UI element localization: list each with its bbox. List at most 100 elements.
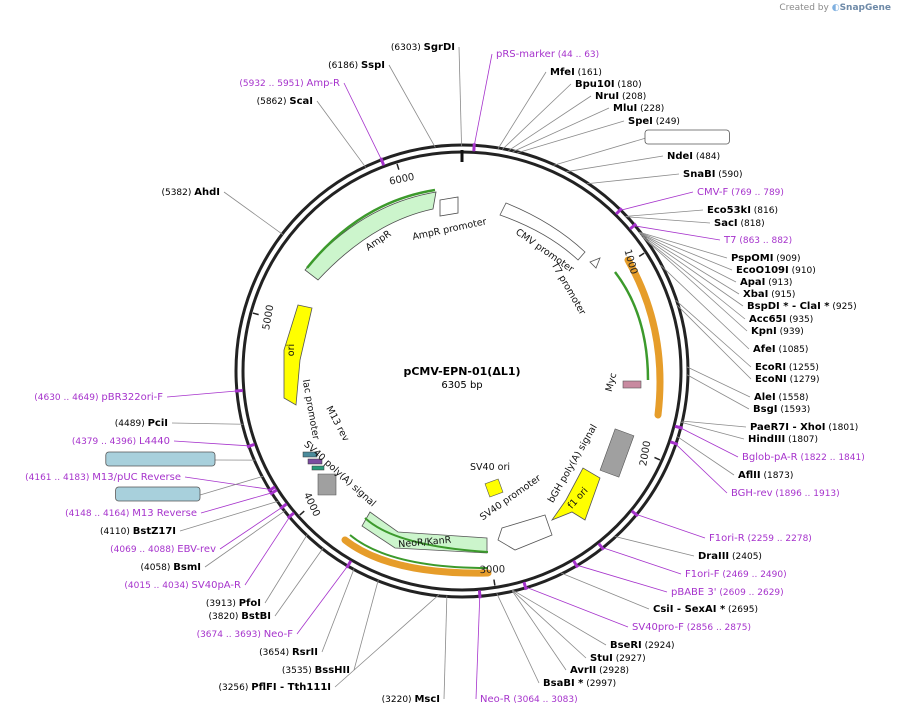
site-name: EcoNI <box>755 374 787 385</box>
leader-line <box>171 422 244 425</box>
site-label-32[interactable]: SnaBI (590) <box>683 169 742 180</box>
feature-label-8[interactable]: SV40 ori <box>470 462 510 473</box>
feature-cmv-promoter[interactable] <box>499 202 586 261</box>
site-label-35[interactable]: SacI (818) <box>714 218 765 229</box>
site-label-28[interactable]: MluI (228) <box>613 103 664 114</box>
site-label-48[interactable]: BsgI (1593) <box>753 404 810 415</box>
site-label-29[interactable]: SpeI (249) <box>628 116 680 127</box>
site-label-11[interactable]: (4148 .. 4164) M13 Reverse <box>65 508 197 519</box>
site-label-5[interactable]: (4630 .. 4649) pBR322ori-F <box>34 392 163 403</box>
feature-label-7[interactable]: SV40 promoter <box>478 473 543 523</box>
site-label-40[interactable]: XbaI (915) <box>743 289 795 300</box>
site-label-38[interactable]: EcoO109I (910) <box>736 265 816 276</box>
site-label-37[interactable]: PspOMI (909) <box>731 253 801 264</box>
site-label-17[interactable]: (3820) BstBI <box>209 611 272 622</box>
feature-label-2[interactable]: ori <box>286 344 297 356</box>
feature-f1-ori[interactable] <box>550 467 601 521</box>
site-label-15[interactable]: (4015 .. 4034) SV40pA-R <box>124 580 241 591</box>
site-label-62[interactable]: AvrII (2928) <box>570 665 629 676</box>
feature-label-6[interactable]: NeoR/KanR <box>398 535 452 551</box>
site-label-13[interactable]: (4069 .. 4088) EBV-rev <box>110 544 216 555</box>
site-label-3[interactable]: (5862) ScaI <box>257 96 313 107</box>
site-label-1[interactable]: (6186) SspI <box>328 60 385 71</box>
site-label-57[interactable]: pBABE 3' (2609 .. 2629) <box>671 587 784 598</box>
site-label-16[interactable]: (3913) PfoI <box>206 598 261 609</box>
site-label-43[interactable]: KpnI (939) <box>751 326 804 337</box>
site-label-44[interactable]: AfeI (1085) <box>753 344 808 355</box>
site-label-56[interactable]: F1ori-F (2469 .. 2490) <box>685 569 787 580</box>
site-label-51[interactable]: Bglob-pA-R (1822 .. 1841) <box>742 452 865 463</box>
site-label-45[interactable]: EcoRI (1255) <box>755 362 819 373</box>
site-label-42[interactable]: Acc65I (935) <box>749 314 813 325</box>
site-label-14[interactable]: (4058) BsmI <box>140 562 201 573</box>
site-label-63[interactable]: BsaBI * (2997) <box>543 678 616 689</box>
feature-cap-site[interactable] <box>311 465 325 471</box>
site-label-0[interactable]: (6303) SgrDI <box>391 42 455 53</box>
site-label-18[interactable]: (3674 .. 3693) Neo-F <box>197 629 294 640</box>
site-name: EcoO109I <box>736 265 789 276</box>
feature-sv40-ori[interactable] <box>484 478 504 498</box>
site-label-55[interactable]: DraIII (2405) <box>698 551 762 562</box>
feature-ampr-promoter[interactable] <box>439 196 459 217</box>
site-label-54[interactable]: F1ori-R (2259 .. 2278) <box>709 533 812 544</box>
site-label-4[interactable]: (5382) AhdI <box>161 187 220 198</box>
site-position: (2695) <box>725 605 758 615</box>
leader-line <box>388 64 436 148</box>
site-label-27[interactable]: NruI (208) <box>595 91 646 102</box>
feature-green-arc-right <box>614 271 650 381</box>
feature-bgh-polya[interactable] <box>599 428 635 478</box>
site-label-47[interactable]: AleI (1558) <box>754 392 808 403</box>
leader-line <box>512 107 610 153</box>
site-label-60[interactable]: BseRI (2924) <box>610 640 675 651</box>
site-label-31[interactable]: NdeI (484) <box>667 151 720 162</box>
site-name: PfoI <box>239 598 261 609</box>
feature-label-1[interactable]: AmpR promoter <box>411 216 487 242</box>
site-label-6[interactable]: (4489) PciI <box>115 418 168 429</box>
site-label-12[interactable]: (4110) BstZ17I <box>100 526 176 537</box>
site-label-19[interactable]: (3654) RsrII <box>259 647 318 658</box>
leader-line <box>475 595 481 700</box>
feature-label-11[interactable]: Myc <box>604 372 620 393</box>
feature-ori[interactable] <box>283 304 313 406</box>
site-label-49[interactable]: PaeR7I - XhoI (1801) <box>750 422 858 433</box>
site-label-21[interactable]: (3256) PflFI - Tth111I <box>218 682 331 693</box>
site-position: (5382) <box>161 188 194 198</box>
site-label-33[interactable]: CMV-F (769 .. 789) <box>697 187 784 198</box>
feature-neor-kanr[interactable] <box>361 511 488 554</box>
site-label-61[interactable]: StuI (2927) <box>590 653 646 664</box>
site-label-53[interactable]: BGH-rev (1896 .. 1913) <box>731 488 840 499</box>
site-label-59[interactable]: SV40pro-F (2856 .. 2875) <box>632 622 751 633</box>
leader-line <box>660 264 750 350</box>
feature-sv40-polya[interactable] <box>317 473 337 496</box>
site-label-34[interactable]: Eco53kI (816) <box>707 205 778 216</box>
feature-label-4[interactable]: M13 rev <box>323 404 351 443</box>
site-label-36[interactable]: T7 (863 .. 882) <box>723 235 792 246</box>
site-label-52[interactable]: AflII (1873) <box>738 470 793 481</box>
feature-ampr[interactable] <box>304 191 437 281</box>
site-position: (3220) <box>382 695 415 705</box>
feature-myc[interactable] <box>622 380 642 389</box>
leader-line <box>601 546 682 575</box>
site-name: PspOMI <box>731 253 773 264</box>
site-label-26[interactable]: Bpu10I (180) <box>575 79 642 90</box>
site-label-2[interactable]: (5932 .. 5951) Amp-R <box>239 78 340 89</box>
primer-mark <box>572 559 579 569</box>
site-label-41[interactable]: BspDI * - ClaI * (925) <box>747 301 857 312</box>
feature-sv40-promoter[interactable] <box>497 514 553 551</box>
site-label-39[interactable]: ApaI (913) <box>740 277 792 288</box>
site-label-20[interactable]: (3535) BssHII <box>282 665 350 676</box>
site-label-7[interactable]: (4379 .. 4396) L4440 <box>72 436 170 447</box>
site-label-46[interactable]: EcoNI (1279) <box>755 374 820 385</box>
site-label-50[interactable]: HindIII (1807) <box>748 434 818 445</box>
site-label-22[interactable]: (3220) MscI <box>382 694 440 705</box>
site-label-9[interactable]: (4161 .. 4183) M13/pUC Reverse <box>25 472 181 483</box>
feature-label-3[interactable]: lac promoter <box>300 379 321 441</box>
site-label-23[interactable]: Neo-R (3064 .. 3083) <box>480 694 578 705</box>
site-label-24[interactable]: pRS-marker (44 .. 63) <box>496 49 599 60</box>
site-label-58[interactable]: CsiI - SexAI * (2695) <box>653 604 758 615</box>
primer-mark <box>669 440 679 446</box>
feature-t7-promoter[interactable] <box>589 257 601 269</box>
site-label-25[interactable]: MfeI (161) <box>550 67 602 78</box>
feature-lac-promoter[interactable] <box>302 451 318 458</box>
feature-m13-rev[interactable] <box>307 458 323 465</box>
